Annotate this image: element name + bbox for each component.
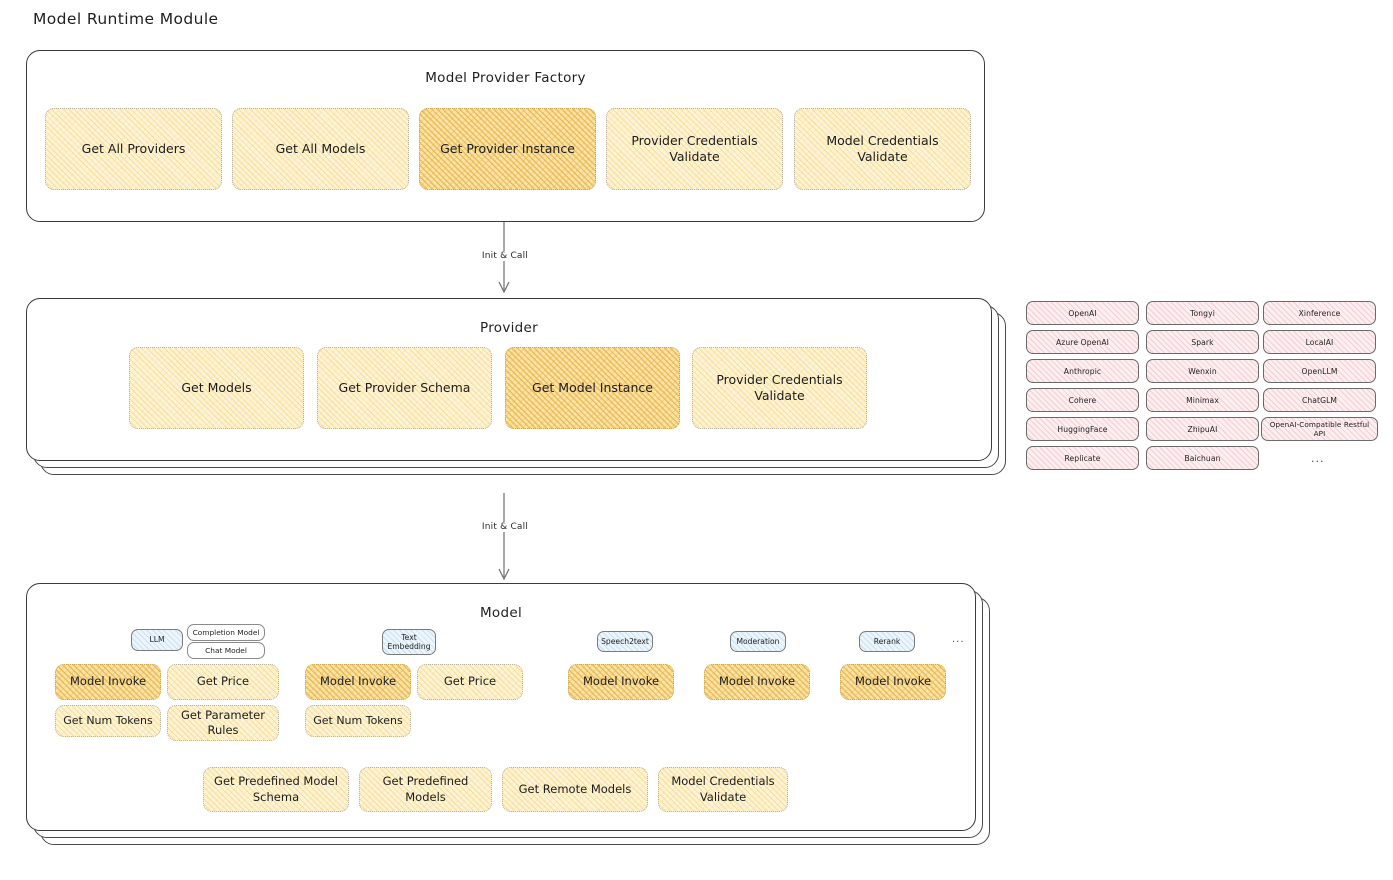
section-model: Model LLM Completion Model Chat Model Te… (26, 583, 976, 831)
provider-list-more: ... (1311, 452, 1325, 465)
factory-item-provider-credentials-validate[interactable]: Provider Credentials Validate (606, 108, 783, 190)
model-subtype-completion-model[interactable]: Completion Model (187, 624, 265, 641)
provider-item-get-models[interactable]: Get Models (129, 347, 304, 429)
model-op-text-embedding-get-num-tokens[interactable]: Get Num Tokens (305, 705, 411, 737)
provider-chip-azure-openai[interactable]: Azure OpenAI (1026, 330, 1139, 354)
provider-chip-openai-compatible-restful-api[interactable]: OpenAI-Compatible Restful API (1261, 417, 1378, 441)
factory-item-get-all-providers[interactable]: Get All Providers (45, 108, 222, 190)
provider-chip-chatglm[interactable]: ChatGLM (1263, 388, 1376, 412)
provider-chip-baichuan[interactable]: Baichuan (1146, 446, 1259, 470)
model-type-badge-rerank[interactable]: Rerank (859, 631, 915, 652)
model-op-get-predefined-model-schema[interactable]: Get Predefined Model Schema (203, 767, 349, 812)
model-type-badge-llm[interactable]: LLM (131, 629, 183, 651)
arrow-label-init-call-2: Init & Call (460, 522, 550, 532)
model-op-llm-get-num-tokens[interactable]: Get Num Tokens (55, 705, 161, 737)
provider-item-get-model-instance[interactable]: Get Model Instance (505, 347, 680, 429)
provider-chip-tongyi[interactable]: Tongyi (1146, 301, 1259, 325)
model-type-badge-moderation[interactable]: Moderation (730, 631, 786, 652)
section-title-model: Model (479, 605, 523, 621)
model-op-llm-get-parameter-rules[interactable]: Get Parameter Rules (167, 705, 279, 741)
model-op-llm-model-invoke[interactable]: Model Invoke (55, 664, 161, 700)
model-op-rerank-model-invoke[interactable]: Model Invoke (840, 664, 946, 700)
provider-chip-xinference[interactable]: Xinference (1263, 301, 1376, 325)
provider-chip-anthropic[interactable]: Anthropic (1026, 359, 1139, 383)
model-type-badge-text-embedding[interactable]: Text Embedding (382, 629, 436, 655)
arrow-provider-to-model (498, 493, 510, 581)
model-subtype-chat-model[interactable]: Chat Model (187, 642, 265, 659)
provider-item-provider-credentials-validate[interactable]: Provider Credentials Validate (692, 347, 867, 429)
model-type-badge-speech2text[interactable]: Speech2text (597, 631, 653, 652)
provider-chip-localai[interactable]: LocalAI (1263, 330, 1376, 354)
page-title: Model Runtime Module (33, 10, 219, 28)
provider-chip-zhipuai[interactable]: ZhipuAI (1146, 417, 1259, 441)
model-op-text-embedding-get-price[interactable]: Get Price (417, 664, 523, 700)
factory-item-model-credentials-validate[interactable]: Model Credentials Validate (794, 108, 971, 190)
arrow-label-init-call-1: Init & Call (460, 251, 550, 261)
provider-chip-spark[interactable]: Spark (1146, 330, 1259, 354)
provider-chip-minimax[interactable]: Minimax (1146, 388, 1259, 412)
model-op-text-embedding-model-invoke[interactable]: Model Invoke (305, 664, 411, 700)
model-op-llm-get-price[interactable]: Get Price (167, 664, 279, 700)
section-title-provider: Provider (480, 320, 538, 336)
model-op-moderation-model-invoke[interactable]: Model Invoke (704, 664, 810, 700)
factory-item-get-all-models[interactable]: Get All Models (232, 108, 409, 190)
provider-chip-openllm[interactable]: OpenLLM (1263, 359, 1376, 383)
section-provider: Provider Get Models Get Provider Schema … (26, 298, 992, 461)
factory-item-get-provider-instance[interactable]: Get Provider Instance (419, 108, 596, 190)
provider-chip-openai[interactable]: OpenAI (1026, 301, 1139, 325)
provider-chip-huggingface[interactable]: HuggingFace (1026, 417, 1139, 441)
model-op-speech2text-model-invoke[interactable]: Model Invoke (568, 664, 674, 700)
section-title-factory: Model Provider Factory (425, 70, 586, 86)
model-op-get-predefined-models[interactable]: Get Predefined Models (359, 767, 492, 812)
section-model-provider-factory: Model Provider Factory Get All Providers… (26, 50, 985, 222)
model-op-model-credentials-validate[interactable]: Model Credentials Validate (658, 767, 788, 812)
provider-chip-wenxin[interactable]: Wenxin (1146, 359, 1259, 383)
provider-chip-replicate[interactable]: Replicate (1026, 446, 1139, 470)
model-op-get-remote-models[interactable]: Get Remote Models (502, 767, 648, 812)
provider-item-get-provider-schema[interactable]: Get Provider Schema (317, 347, 492, 429)
model-types-more: ... (952, 634, 965, 645)
provider-chip-cohere[interactable]: Cohere (1026, 388, 1139, 412)
